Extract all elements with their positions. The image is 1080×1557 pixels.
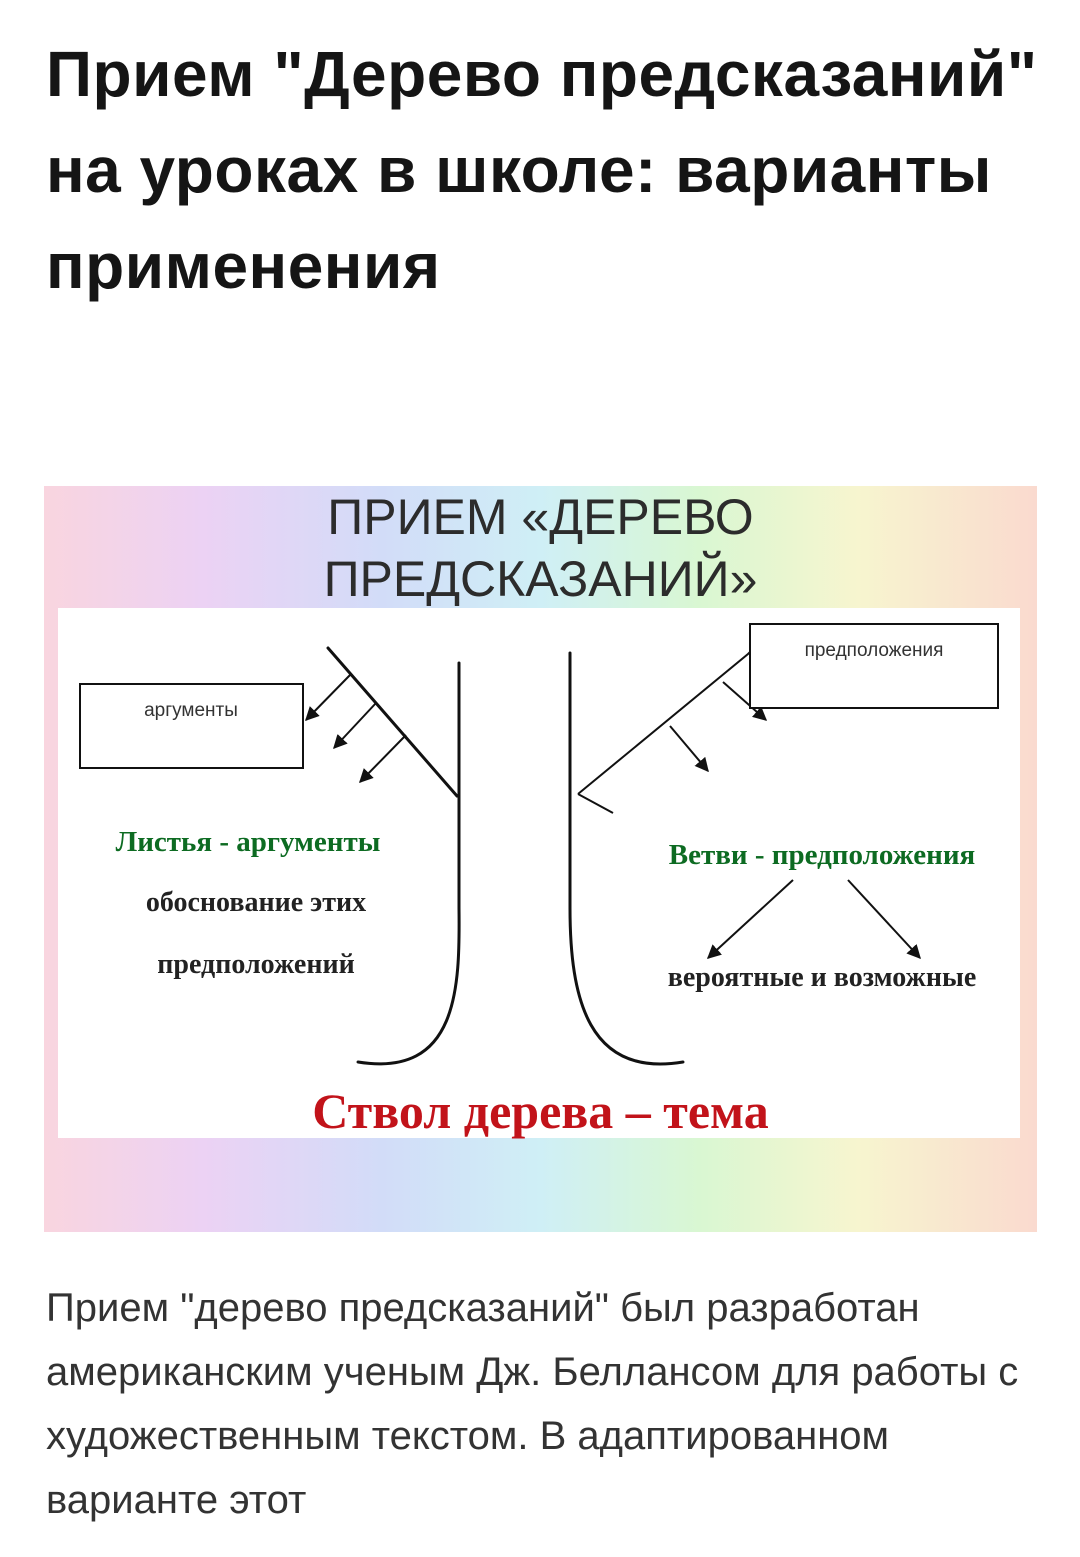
trunk-left-line <box>356 661 461 1066</box>
leaves-line2: обоснование этих <box>146 887 366 918</box>
diverge-arrow-right <box>847 879 921 960</box>
assumptions-box <box>749 623 999 709</box>
right-branch-short <box>669 725 709 773</box>
trunk-right-line <box>568 651 685 1066</box>
trunk-caption: Ствол дерева – тема <box>312 1083 769 1139</box>
left-arrow-3 <box>359 734 407 784</box>
leaves-caption: Листья - аргументы <box>116 826 381 858</box>
article-title: Прием "Дерево предсказаний" на уроках в … <box>46 38 1038 302</box>
tree-diagram: аргументы предположения Листья - аргумен… <box>79 623 999 1066</box>
probable-caption: вероятные и возможные <box>668 962 977 993</box>
leaves-rest: - аргументы <box>212 826 380 858</box>
left-arrow-2 <box>333 702 377 750</box>
diagram-panel: аргументы предположения Листья - аргумен… <box>58 608 1020 1138</box>
branches-caption: Ветви - предположения <box>669 839 975 871</box>
slide-heading-line2: ПРЕДСКАЗАНИЙ» <box>323 551 758 607</box>
assumptions-box-label: предположения <box>805 640 944 661</box>
diverge-arrow-left <box>706 879 794 959</box>
right-branch-short-2 <box>722 681 768 721</box>
slide-heading: ПРИЕМ «ДЕРЕВО ПРЕДСКАЗАНИЙ» <box>44 486 1037 610</box>
slide-heading-line1: ПРИЕМ «ДЕРЕВО <box>327 489 754 545</box>
left-arrow-1 <box>305 673 352 722</box>
leaves-word: Листья <box>116 826 212 858</box>
leaves-line3: предположений <box>157 949 354 980</box>
left-branch-line <box>326 646 459 798</box>
arguments-box-label: аргументы <box>144 700 238 721</box>
arguments-box <box>79 683 304 769</box>
right-branch-tick <box>577 793 614 814</box>
right-branch-line <box>577 635 767 795</box>
article-image: ПРИЕМ «ДЕРЕВО ПРЕДСКАЗАНИЙ» <box>44 486 1037 1232</box>
article-body: Прием "дерево предсказаний" был разработ… <box>46 1286 1019 1522</box>
